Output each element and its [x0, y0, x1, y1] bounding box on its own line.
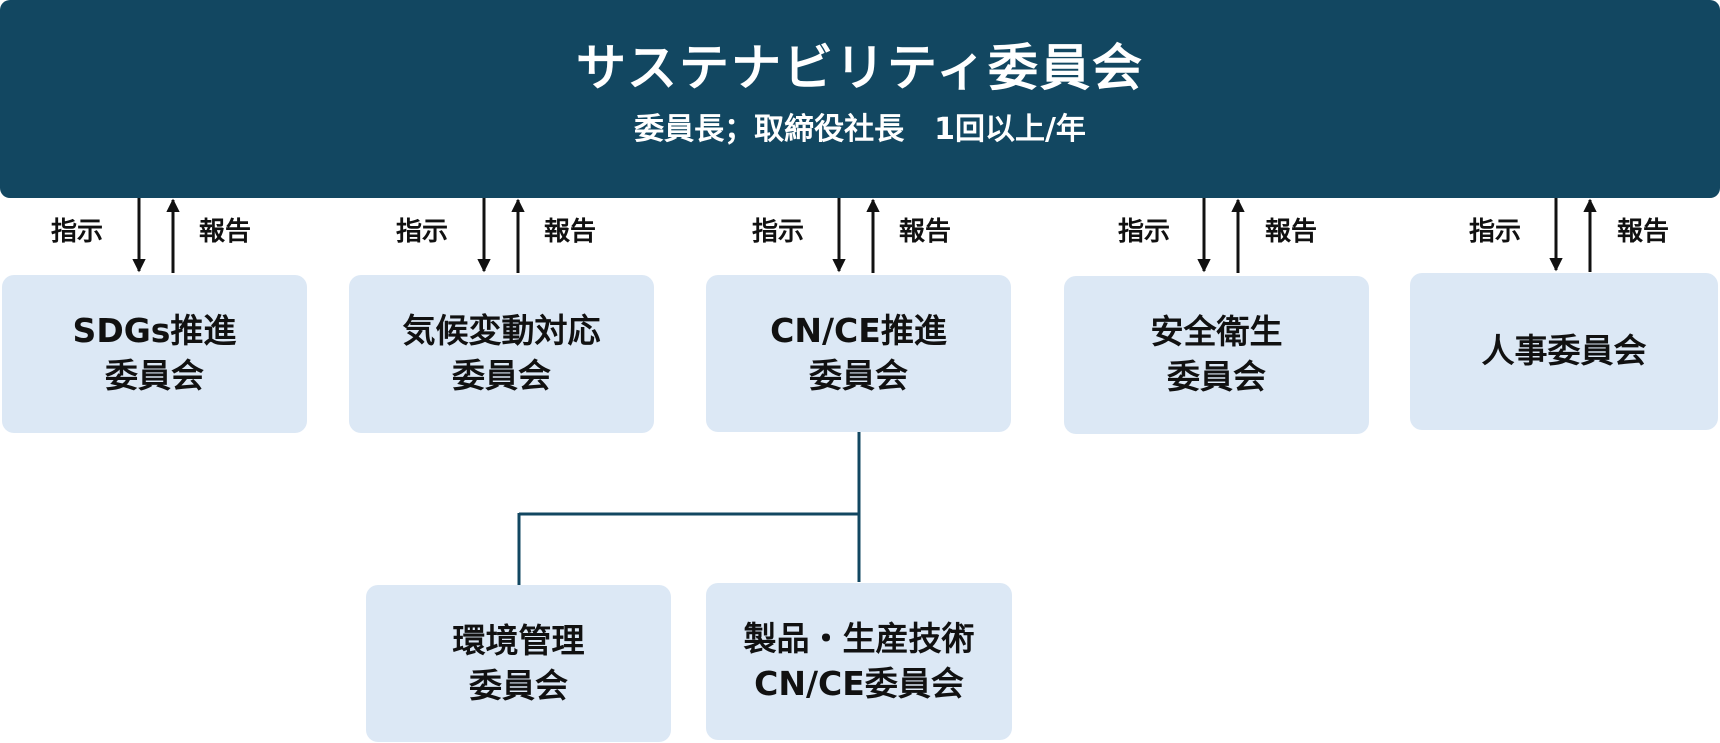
committee-label-sdgs: SDGs推進 委員会	[72, 311, 237, 395]
committee-label-hr: 人事委員会	[1481, 331, 1647, 371]
arrow-pair-safety	[1197, 198, 1245, 273]
committee-box-climate: 気候変動対応 委員会	[349, 275, 654, 433]
instruct-label-climate: 指示	[396, 217, 449, 247]
committee-label-climate: 気候変動対応 委員会	[402, 311, 601, 395]
arrow-pair-sdgs	[132, 198, 180, 273]
subcommittee-box-environment: 環境管理 委員会	[366, 585, 671, 742]
instruct-label-hr: 指示	[1469, 217, 1522, 247]
instruct-label-sdgs: 指示	[51, 217, 104, 247]
report-label-sdgs: 報告	[199, 217, 252, 247]
sustainability-committee-banner: サステナビリティ委員会 委員長；取締役社長 1回以上/年	[0, 0, 1720, 198]
instruct-label-safety: 指示	[1118, 217, 1171, 247]
committee-box-hr: 人事委員会	[1410, 273, 1718, 430]
committee-label-cnce: CN/CE推進 委員会	[770, 310, 947, 395]
sustainability-committee-title: サステナビリティ委員会	[576, 39, 1144, 97]
report-label-cnce: 報告	[899, 217, 952, 247]
subcommittee-label-product-cnce: 製品・生産技術 CN/CE委員会	[743, 618, 975, 703]
report-label-climate: 報告	[544, 217, 597, 247]
report-label-hr: 報告	[1617, 217, 1670, 247]
subcommittee-label-environment: 環境管理 委員会	[452, 620, 585, 705]
sustainability-committee-subtitle: 委員長；取締役社長 1回以上/年	[634, 112, 1086, 147]
committee-box-sdgs: SDGs推進 委員会	[2, 275, 307, 433]
subcommittee-connector	[517, 432, 861, 585]
report-label-safety: 報告	[1265, 217, 1318, 247]
instruct-label-cnce: 指示	[752, 217, 805, 247]
arrow-pair-climate	[477, 198, 525, 273]
committee-box-safety: 安全衛生 委員会	[1064, 276, 1369, 434]
arrow-pair-hr	[1549, 198, 1597, 272]
subcommittee-box-product-cnce: 製品・生産技術 CN/CE委員会	[706, 583, 1012, 740]
committee-label-safety: 安全衛生 委員会	[1150, 312, 1283, 396]
committee-box-cnce: CN/CE推進 委員会	[706, 275, 1011, 432]
arrow-pair-cnce	[832, 198, 880, 273]
